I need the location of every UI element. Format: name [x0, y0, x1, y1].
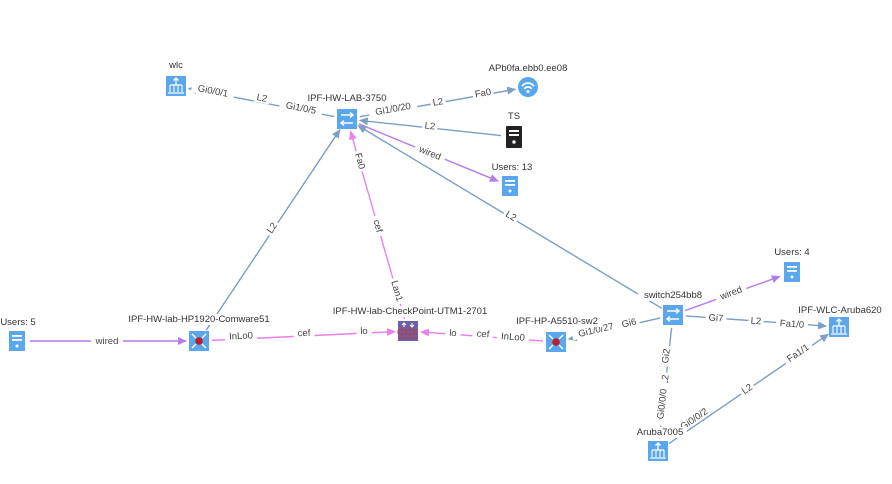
node-aruba620[interactable]: IPF-WLC-Aruba620 [794, 305, 886, 337]
svg-text:Lan1: Lan1 [388, 279, 404, 302]
node-aruba7005[interactable]: Aruba7005 [633, 427, 687, 461]
svg-text:Gi0/0/1: Gi0/0/1 [197, 83, 229, 100]
node-label: wlc [168, 60, 183, 71]
link-label: InLo0 [224, 328, 258, 343]
svg-text:L2: L2 [256, 92, 268, 105]
links-layer [30, 86, 830, 445]
svg-text:L2: L2 [432, 96, 444, 109]
node-label: IPF-HW-lab-CheckPoint-UTM1-2701 [333, 306, 488, 317]
node-sw254[interactable]: switch254bb8 [638, 290, 708, 325]
link-label: Fa1/1 [780, 338, 815, 367]
node-label: APb0fa.ebb0.ee08 [489, 63, 568, 74]
svg-text:L2: L2 [503, 209, 518, 224]
svg-text:Gi7: Gi7 [708, 312, 724, 324]
link-label: Fa1/0 [775, 315, 809, 331]
users-icon [502, 176, 518, 196]
node-label: Users: 4 [774, 247, 809, 258]
wifi-icon [518, 77, 538, 97]
svg-text:wired: wired [95, 336, 119, 347]
node-label: IPF-WLC-Aruba620 [798, 305, 881, 316]
link-label: Gi6 [617, 313, 641, 331]
svg-text:wired: wired [718, 284, 744, 302]
link-label: L2 [501, 206, 522, 225]
router-icon [189, 331, 209, 351]
svg-text:Gi0/0/0: Gi0/0/0 [655, 388, 669, 420]
router-icon [546, 332, 566, 352]
svg-text:Fa0: Fa0 [474, 87, 492, 101]
node-core[interactable]: IPF-HW-LAB-3750 [303, 93, 391, 129]
link-label: L2 [421, 118, 439, 133]
svg-text:L2: L2 [659, 374, 671, 386]
svg-text:cef: cef [297, 328, 311, 340]
svg-text:cef: cef [370, 219, 384, 235]
svg-text:L2: L2 [740, 382, 755, 397]
svg-text:L2: L2 [265, 221, 280, 236]
wlc-icon [166, 76, 186, 96]
node-users5[interactable]: Users: 5 [0, 317, 42, 351]
wlc-icon [829, 317, 849, 337]
node-label: Users: 5 [0, 317, 35, 328]
link-label: Fa0 [471, 84, 495, 101]
link-label: L2 [736, 378, 757, 398]
link-label: cef [370, 214, 388, 238]
link-label: wired [91, 334, 123, 347]
node-label: switch254bb8 [644, 290, 702, 301]
node-wlc[interactable]: wlc [165, 60, 187, 96]
svg-text:L2: L2 [750, 316, 761, 328]
node-label: TS [508, 111, 520, 122]
node-users13[interactable]: Users: 13 [485, 162, 539, 196]
link-label: Fa0 [352, 149, 370, 173]
node-label: IPF-HP-A5510-sw2 [516, 316, 598, 327]
link-label: InLo0 [496, 328, 530, 344]
node-ts[interactable]: TS [506, 111, 522, 148]
link-label: L2 [261, 217, 281, 238]
users-icon [784, 262, 800, 282]
svg-text:Gi6: Gi6 [621, 316, 638, 330]
link-label: Gi0/0/0 [652, 381, 670, 427]
node-users4[interactable]: Users: 4 [768, 247, 816, 282]
link-label: L2 [253, 89, 271, 105]
link-label: Gi0/0/1 [190, 80, 236, 100]
svg-text:InLo0: InLo0 [229, 330, 253, 342]
link-label: L2 [748, 313, 765, 328]
link-label: cef [293, 325, 315, 340]
node-checkpoint[interactable]: IPF-HW-lab-CheckPoint-UTM1-2701 [322, 306, 498, 341]
link-label: Gi2 [657, 344, 673, 367]
wlc-icon [648, 441, 668, 461]
link-label: wired [713, 280, 748, 304]
svg-text:cef: cef [476, 329, 490, 341]
svg-text:lo: lo [360, 326, 368, 337]
svg-text:wired: wired [416, 144, 442, 163]
link-label: Lan1 [388, 276, 408, 306]
svg-text:Fa0: Fa0 [352, 152, 367, 171]
svg-text:InLo0: InLo0 [501, 331, 526, 344]
node-hp1920[interactable]: IPF-HW-lab-HP1920-Comware51 [122, 314, 276, 351]
switch-icon [663, 305, 683, 325]
node-ap[interactable]: APb0fa.ebb0.ee08 [482, 63, 574, 97]
link-label: Gi7 [705, 310, 727, 325]
link-label: cef [472, 326, 494, 341]
server-icon [506, 126, 522, 148]
svg-text:Fa1/0: Fa1/0 [779, 318, 804, 331]
node-a5510[interactable]: IPF-HP-A5510-sw2 [511, 316, 603, 352]
users-icon [9, 331, 25, 351]
svg-text:lo: lo [449, 328, 457, 340]
node-label: IPF-HW-LAB-3750 [307, 93, 386, 104]
link-label: lo [356, 323, 372, 337]
firewall-icon [397, 321, 418, 341]
node-label: IPF-HW-lab-HP1920-Comware51 [128, 314, 269, 325]
link-label: lo [445, 325, 462, 340]
link-label: L2 [429, 93, 447, 109]
svg-text:L2: L2 [424, 120, 436, 132]
node-label: Users: 13 [492, 162, 533, 173]
svg-text:Gi2: Gi2 [660, 348, 673, 364]
switch-icon [337, 109, 357, 129]
node-label: Aruba7005 [637, 427, 683, 438]
